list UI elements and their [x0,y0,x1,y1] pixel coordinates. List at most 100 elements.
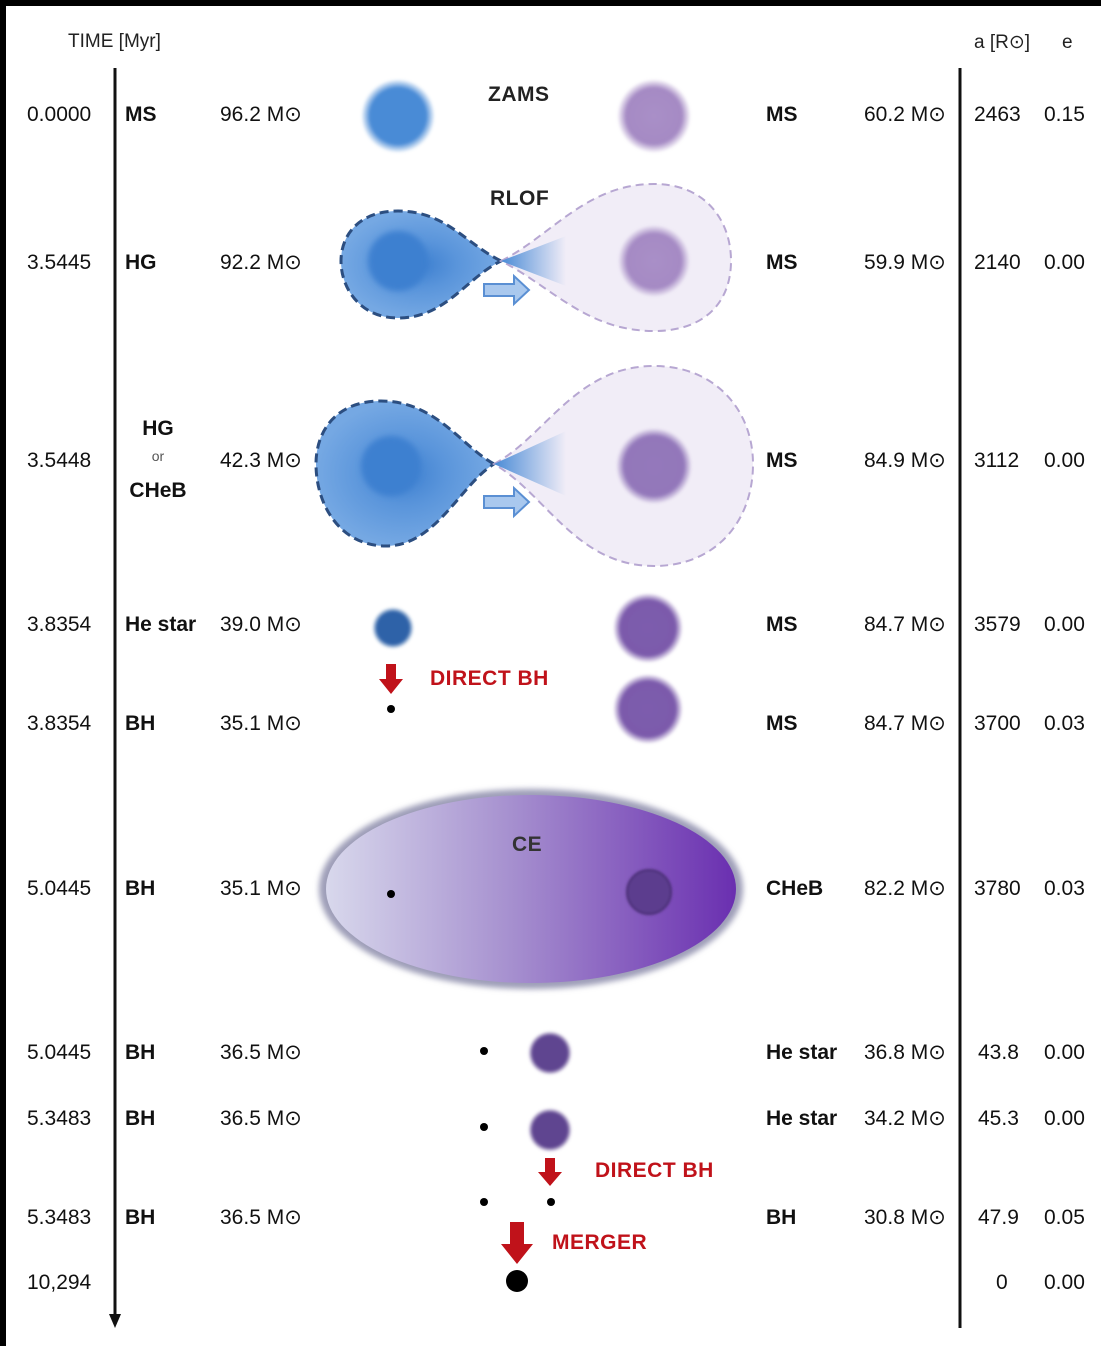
row-eccentricity: 0.00 [1044,449,1085,472]
row-separation: 47.9 [978,1206,1019,1229]
row-time: 3.8354 [27,712,92,735]
row-eccentricity: 0.00 [1044,1107,1085,1130]
row-secondary-type: MS [766,251,798,274]
row-primary-type: BH [125,712,156,735]
row-primary-mass: 36.5 M⊙ [220,1107,302,1130]
row-primary-mass: 39.0 M⊙ [220,613,302,636]
primary-bh-1 [387,705,395,713]
secondary-bh [547,1198,555,1206]
row-separation: 3780 [974,877,1021,900]
row-time: 3.5445 [27,251,92,274]
row-primary-type: MS [125,103,157,126]
primary-star-ms [361,79,435,153]
stage-label-direct-bh-1: DIRECT BH [430,667,549,690]
secondary-star-4 [613,674,683,744]
row-primary-type: BH [125,1041,156,1064]
row-eccentricity: 0.03 [1044,877,1085,900]
stage-label-merger: MERGER [552,1231,648,1254]
row-eccentricity: 0.15 [1044,103,1085,126]
primary-core [368,231,428,291]
row-primary-mass: 36.5 M⊙ [220,1206,302,1229]
row-primary-type-line: or [151,448,165,464]
time-axis-arrow [109,1314,121,1328]
mass-transfer-stream [501,236,566,286]
row-secondary-type: MS [766,613,798,636]
row-secondary-type: CHeB [766,877,824,900]
row-secondary-mass: 84.9 M⊙ [864,449,946,472]
primary-bh-2 [480,1047,488,1055]
secondary-star-rlof [618,225,690,297]
merger-arrow [501,1222,533,1264]
row-secondary-type: MS [766,712,798,735]
row-time: 5.3483 [27,1107,92,1130]
row-time: 5.0445 [27,877,92,900]
row-time: 3.5448 [27,449,92,472]
row-primary-type: BH [125,1206,156,1229]
row-primary-mass: 36.5 M⊙ [220,1041,302,1064]
row-secondary-mass: 84.7 M⊙ [864,613,946,636]
row-eccentricity: 0.00 [1044,1041,1085,1064]
row-separation: 0 [996,1271,1008,1294]
row-primary-mass: 35.1 M⊙ [220,712,302,735]
row-primary-type-line: CHeB [129,479,187,502]
row-primary-type: HG [125,251,157,274]
row-secondary-type: MS [766,449,798,472]
secondary-star-3 [613,593,683,663]
time-axis-label: TIME [Myr] [68,31,161,52]
row-time: 5.0445 [27,1041,92,1064]
row-secondary-mass: 30.8 M⊙ [864,1206,946,1229]
row-eccentricity: 0.00 [1044,251,1085,274]
row-primary-type-line: HG [142,417,174,440]
row-primary-mass: 96.2 M⊙ [220,103,302,126]
row-time: 5.3483 [27,1206,92,1229]
row-secondary-mass: 84.7 M⊙ [864,712,946,735]
primary-bh-3 [480,1123,488,1131]
stage-label-ce: CE [512,833,543,856]
secondary-star-ms [617,79,691,153]
direct-bh-arrow-2 [538,1158,562,1186]
row-secondary-type: BH [766,1206,797,1229]
row-secondary-type: MS [766,103,798,126]
transfer-arrow-2 [483,485,531,519]
secondary-roche-lobe [498,182,733,333]
mass-transfer-stream-2 [494,431,566,496]
row-time: 10,294 [27,1271,92,1294]
row-separation: 3700 [974,712,1021,735]
separation-axis-label: a [R⊙] [974,32,1031,53]
primary-core-2 [361,436,421,496]
row-separation: 2140 [974,251,1021,274]
diagram-artwork [109,68,962,1328]
row-primary-mass: 35.1 M⊙ [220,877,302,900]
row-time: 3.8354 [27,613,92,636]
evolution-diagram: TIME [Myr] a [R⊙] e ZAMS RLOF CE DIRECT … [6,6,1101,1346]
row-secondary-mass: 60.2 M⊙ [864,103,946,126]
row-primary-type: BH [125,877,156,900]
row-secondary-mass: 59.9 M⊙ [864,251,946,274]
secondary-star-2 [616,428,692,504]
merged-bh [506,1270,528,1292]
row-primary-mass: 92.2 M⊙ [220,251,302,274]
row-secondary-type: He star [766,1041,838,1064]
primary-he-star [372,607,414,649]
row-separation: 2463 [974,103,1021,126]
secondary-core-ce [626,869,672,915]
row-secondary-mass: 34.2 M⊙ [864,1107,946,1130]
stage-label-zams: ZAMS [488,83,550,106]
secondary-he-star-1 [528,1031,572,1075]
direct-bh-arrow-1 [379,664,403,694]
row-primary-type: BH [125,1107,156,1130]
row-eccentricity: 0.03 [1044,712,1085,735]
primary-bh-ce [387,890,395,898]
transfer-arrow-1 [483,273,531,307]
row-separation: 3112 [974,449,1020,472]
stage-label-rlof: RLOF [490,187,550,210]
common-envelope [326,795,736,983]
row-secondary-type: He star [766,1107,838,1130]
row-eccentricity: 0.05 [1044,1206,1085,1229]
primary-bh-4 [480,1198,488,1206]
row-eccentricity: 0.00 [1044,613,1085,636]
row-time: 0.0000 [27,103,92,126]
row-separation: 45.3 [978,1107,1019,1130]
row-secondary-mass: 82.2 M⊙ [864,877,946,900]
row-primary-type: He star [125,613,197,636]
